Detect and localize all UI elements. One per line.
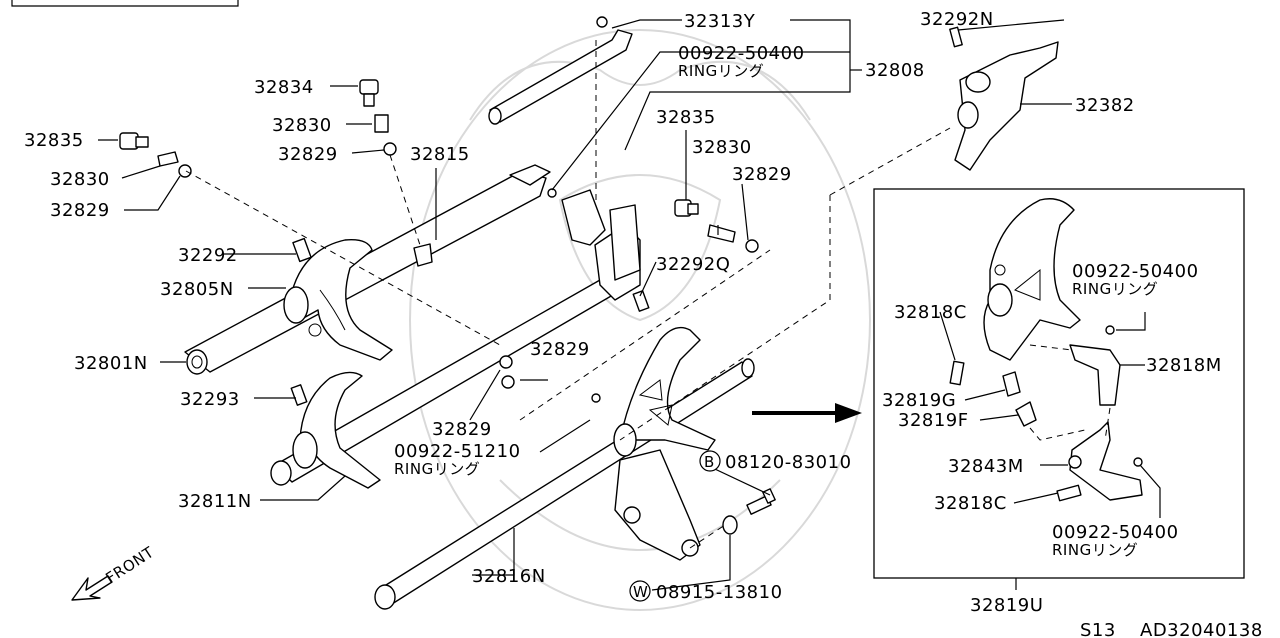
lever-hole xyxy=(1068,455,1082,469)
label-b-symbol: B xyxy=(704,453,715,471)
footer-left-code: S13 xyxy=(1080,620,1116,638)
label-32815: 32815 xyxy=(410,144,470,165)
bracket-fragment xyxy=(11,0,239,7)
label-32382: 32382 xyxy=(1075,95,1135,116)
label-32808: 32808 xyxy=(865,60,925,81)
label-32819U: 32819U xyxy=(970,595,1043,616)
label-32816N: 32816N xyxy=(472,566,546,587)
label-32835-a: 32835 xyxy=(24,130,84,151)
label-32829-b: 32829 xyxy=(50,200,110,221)
leader-lines xyxy=(98,19,1161,591)
label-32829-a: 32829 xyxy=(278,144,338,165)
pin-32815 xyxy=(413,243,433,267)
label-32805N: 32805N xyxy=(160,279,234,300)
label-32292Q: 32292Q xyxy=(656,254,730,275)
label-00922-50400-b: 00922-50400 xyxy=(1072,261,1199,282)
bolt-08120-83010 xyxy=(746,488,776,515)
label-32830-c: 32830 xyxy=(692,137,752,158)
detent-32835-left xyxy=(119,132,192,178)
pin-32818C-a xyxy=(949,360,965,386)
pin-32292Q xyxy=(632,290,650,312)
label-08915-13810: 08915-13810 xyxy=(656,582,783,603)
front-arrow xyxy=(71,575,113,601)
label-32818C-b: 32818C xyxy=(934,493,1007,514)
label-32830-b: 32830 xyxy=(50,169,110,190)
label-08120-83010: 08120-83010 xyxy=(725,452,852,473)
plunger-32819F xyxy=(1015,401,1037,427)
label-00922-50400-a: 00922-50400 xyxy=(678,43,805,64)
fork-32811N xyxy=(292,371,381,489)
washer-08915 xyxy=(722,515,738,535)
shaft-32801N xyxy=(184,164,551,375)
bracket-lower xyxy=(614,449,701,561)
fork-32382 xyxy=(949,26,1059,171)
lever-32843M xyxy=(1069,421,1143,501)
label-32292N: 32292N xyxy=(920,9,994,30)
lever-assembly-32808 xyxy=(547,188,641,281)
label-ring-b: RINGリング xyxy=(394,460,480,478)
detent-32834-top xyxy=(359,79,397,156)
label-32819G: 32819G xyxy=(882,390,956,411)
label-32801N: 32801N xyxy=(74,353,148,374)
label-32811N: 32811N xyxy=(178,491,252,512)
direction-arrow-icon xyxy=(752,403,862,423)
w-circle-icon xyxy=(629,580,651,602)
pin-32293 xyxy=(290,384,308,406)
ball-32829-b xyxy=(501,375,515,389)
label-32292: 32292 xyxy=(178,245,238,266)
label-32835-b: 32835 xyxy=(656,107,716,128)
label-32843M: 32843M xyxy=(948,456,1024,477)
label-32834: 32834 xyxy=(254,77,314,98)
inset-fork xyxy=(983,198,1081,361)
pin-32292 xyxy=(292,237,312,263)
label-32313Y: 32313Y xyxy=(684,11,756,32)
b-circle-icon xyxy=(699,450,721,472)
label-ring-d: RINGリング xyxy=(1052,541,1138,559)
ring-inset-b xyxy=(1133,457,1143,467)
label-32829-d: 32829 xyxy=(530,339,590,360)
lever-32818M xyxy=(1069,344,1121,406)
label-32293: 32293 xyxy=(180,389,240,410)
label-00922-50400-c: 00922-50400 xyxy=(1052,522,1179,543)
label-ring-c: RINGリング xyxy=(1072,280,1158,298)
fork-32805N xyxy=(283,239,393,361)
label-32818M: 32818M xyxy=(1146,355,1222,376)
dashed-lines xyxy=(185,40,1111,549)
label-00922-51210: 00922-51210 xyxy=(394,441,521,462)
pin-32818C-b xyxy=(1056,484,1082,502)
ring-inset-a xyxy=(1105,325,1115,335)
detent-32835-center xyxy=(674,199,759,253)
footer-right-code: AD32040138 xyxy=(1140,620,1263,638)
label-32829-c: 32829 xyxy=(732,164,792,185)
spring-32819G xyxy=(1002,371,1021,397)
label-w-symbol: W xyxy=(633,583,648,601)
ring-00922-51210 xyxy=(591,393,601,403)
inset-box-32819U xyxy=(873,188,1245,579)
label-front: FRONT xyxy=(102,543,157,588)
label-32819F: 32819F xyxy=(898,410,969,431)
label-32818C-a: 32818C xyxy=(894,302,967,323)
label-32829-e: 32829 xyxy=(432,419,492,440)
label-32830-a: 32830 xyxy=(272,115,332,136)
label-ring-a: RINGリング xyxy=(678,62,764,80)
ball-32829-a xyxy=(499,355,513,369)
fork-lower xyxy=(613,326,716,457)
